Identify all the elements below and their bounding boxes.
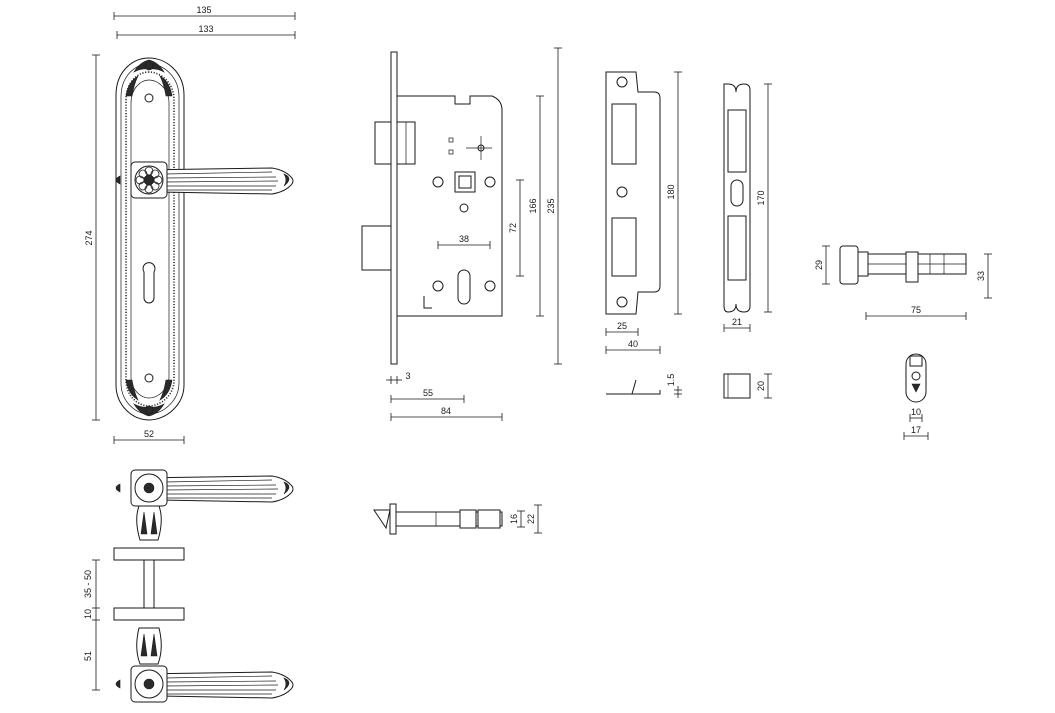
svg-text:22: 22 bbox=[526, 514, 536, 524]
dim-3: 3 bbox=[386, 371, 411, 384]
backplate-front-view: 135 133 274 bbox=[84, 5, 296, 444]
strike-plate: 180 25 40 1.5 bbox=[605, 71, 682, 398]
dim-84: 84 bbox=[390, 406, 503, 421]
svg-text:1.5: 1.5 bbox=[666, 374, 676, 387]
cylinder-end: 10 17 bbox=[903, 353, 929, 440]
backplate-outline bbox=[115, 57, 185, 421]
dim-166: 166 bbox=[528, 95, 544, 317]
dim-72: 72 bbox=[508, 179, 524, 277]
bolt-side-view: 16 22 bbox=[373, 503, 542, 535]
svg-text:33: 33 bbox=[976, 271, 986, 281]
dim-plate-width: 52 bbox=[113, 429, 185, 444]
keyhole bbox=[142, 262, 156, 304]
svg-text:166: 166 bbox=[528, 198, 538, 213]
svg-text:84: 84 bbox=[441, 406, 451, 416]
svg-text:21: 21 bbox=[732, 317, 742, 327]
svg-text:17: 17 bbox=[911, 425, 921, 435]
svg-text:235: 235 bbox=[546, 198, 556, 213]
svg-text:38: 38 bbox=[459, 234, 469, 244]
dim-label-135: 135 bbox=[196, 5, 211, 15]
dim-label-133: 133 bbox=[198, 24, 213, 34]
dim-label-51: 51 bbox=[83, 651, 93, 661]
top-ornament bbox=[125, 59, 173, 103]
strike-box: 170 21 20 bbox=[723, 83, 772, 399]
cylinder-side: 29 33 75 bbox=[814, 245, 992, 320]
svg-text:55: 55 bbox=[423, 388, 433, 398]
svg-text:72: 72 bbox=[508, 223, 518, 233]
dim-plate-height: 274 bbox=[84, 54, 100, 421]
bottom-ornament bbox=[125, 373, 173, 417]
dim-label-10-rose: 10 bbox=[83, 609, 93, 619]
dim-55: 55 bbox=[390, 388, 465, 403]
dim-label-274: 274 bbox=[84, 230, 94, 245]
lever-handle-front bbox=[115, 161, 294, 199]
dim-label-52: 52 bbox=[144, 429, 154, 439]
dim-235: 235 bbox=[546, 47, 562, 365]
svg-text:20: 20 bbox=[756, 381, 766, 391]
svg-text:25: 25 bbox=[617, 321, 627, 331]
svg-text:10: 10 bbox=[911, 407, 921, 417]
svg-text:180: 180 bbox=[666, 184, 676, 199]
dim-backset-38: 38 bbox=[437, 234, 491, 249]
svg-text:3: 3 bbox=[405, 371, 410, 381]
svg-text:16: 16 bbox=[509, 514, 519, 524]
handle-side-view: 35 - 50 10 51 bbox=[83, 469, 294, 703]
dim-lever-total-width: 135 bbox=[113, 5, 296, 20]
svg-text:170: 170 bbox=[756, 190, 766, 205]
dim-label-35-50: 35 - 50 bbox=[83, 570, 93, 598]
dim-plate-width-top: 133 bbox=[116, 24, 296, 39]
svg-text:75: 75 bbox=[911, 305, 921, 315]
mortise-lock-body: 38 72 166 235 3 bbox=[361, 47, 562, 421]
svg-text:29: 29 bbox=[814, 260, 824, 270]
svg-text:40: 40 bbox=[628, 339, 638, 349]
